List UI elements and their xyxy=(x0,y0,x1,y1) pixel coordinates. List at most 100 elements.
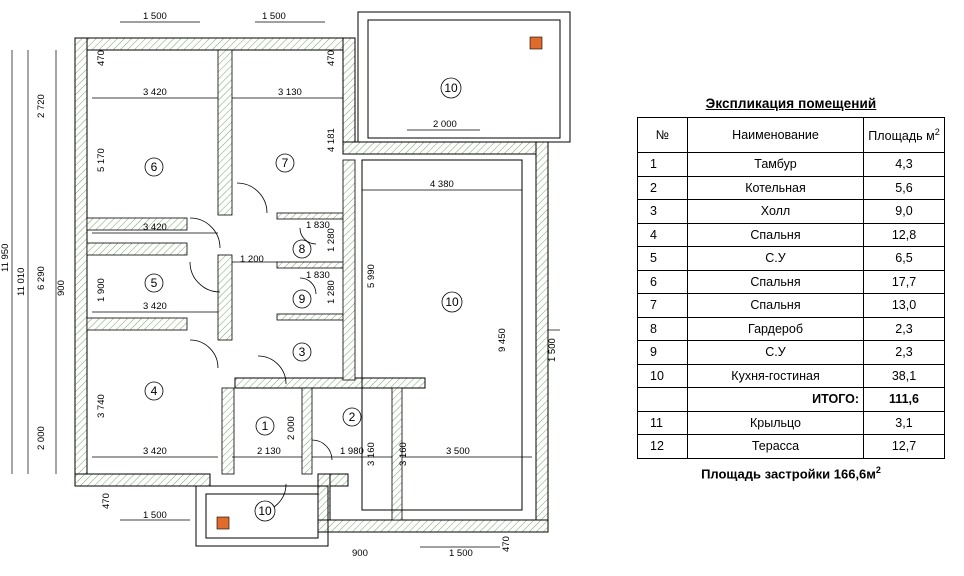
dim-label: 3 420 xyxy=(143,222,167,233)
dim-label: 3 420 xyxy=(143,446,167,457)
row-name: Тамбур xyxy=(687,152,864,177)
dim-label: 3 130 xyxy=(278,87,302,98)
post-marker xyxy=(216,516,230,530)
dim-label: 2 000 xyxy=(433,119,457,130)
dim-label: 1 980 xyxy=(340,446,364,457)
col-header-name: Наименование xyxy=(687,117,864,153)
col-header-num: № xyxy=(637,117,688,153)
dim-label: 3 160 xyxy=(398,442,409,466)
dim-label: 4 181 xyxy=(326,128,337,152)
row-area: 13,0 xyxy=(863,293,945,318)
building-area-note: Площадь застройки 166,6м2 xyxy=(637,465,945,481)
row-area: 3,1 xyxy=(863,410,945,435)
row-num: 9 xyxy=(637,340,688,365)
room-number: 10 xyxy=(258,504,272,518)
row-area: 17,7 xyxy=(863,269,945,294)
row-area: 12,8 xyxy=(863,222,945,247)
row-num: 12 xyxy=(637,434,688,459)
room-number: 6 xyxy=(151,160,158,174)
dim-label: 6 290 xyxy=(36,266,47,290)
room-number: 8 xyxy=(299,242,306,256)
dim-label: 3 160 xyxy=(366,442,377,466)
row-area: 2,3 xyxy=(863,340,945,365)
row-num: 5 xyxy=(637,246,688,271)
row-area: 38,1 xyxy=(863,363,945,388)
room-legend: Экспликация помещений № Наименование Пло… xyxy=(637,96,945,481)
row-name: Спальня xyxy=(687,269,864,294)
area-header-sup: 2 xyxy=(934,126,940,137)
legend-title: Экспликация помещений xyxy=(705,96,877,111)
row-name: Котельная xyxy=(687,175,864,200)
row-num: 3 xyxy=(637,199,688,224)
total-area: 111,6 xyxy=(863,387,945,412)
row-num: 4 xyxy=(637,222,688,247)
dim-label: 900 xyxy=(352,548,368,559)
dimension-lines xyxy=(11,21,560,548)
room-numbers: 10 6 7 8 5 9 10 3 4 1 2 10 xyxy=(151,81,459,518)
dim-label: 11 010 xyxy=(16,268,27,296)
room-markers xyxy=(144,77,463,522)
row-name: Холл xyxy=(687,199,864,224)
dim-label: 1 500 xyxy=(143,11,167,22)
post-marker xyxy=(529,36,543,50)
room-number: 1 xyxy=(262,419,269,433)
room-number: 3 xyxy=(299,345,306,359)
floor-plan: 1 500 1 500 1 500 900 1 500 470 470 2 72… xyxy=(0,11,571,559)
row-area: 12,7 xyxy=(863,434,945,459)
dim-label: 1 500 xyxy=(262,11,286,22)
total-label: ИТОГО: xyxy=(687,387,864,412)
row-num: 6 xyxy=(637,269,688,294)
room-number: 5 xyxy=(151,276,158,290)
dim-label: 1 280 xyxy=(326,280,337,304)
dim-label: 900 xyxy=(56,280,67,296)
dim-label: 3 500 xyxy=(446,446,470,457)
col-header-area: Площадь м2 xyxy=(863,117,945,153)
row-num: 1 xyxy=(637,152,688,177)
row-name: Крыльцо xyxy=(687,410,864,435)
dim-label: 1 830 xyxy=(306,270,330,281)
row-num: 11 xyxy=(637,410,688,435)
dim-label: 470 xyxy=(326,50,337,66)
row-area: 4,3 xyxy=(863,152,945,177)
dim-label: 1 500 xyxy=(449,548,473,559)
dim-label: 5 170 xyxy=(96,148,107,172)
row-name: Спальня xyxy=(687,222,864,247)
row-name: С.У xyxy=(687,246,864,271)
dim-label: 470 xyxy=(501,536,512,552)
interior-walls xyxy=(86,49,403,521)
dim-label: 3 420 xyxy=(143,301,167,312)
row-num: 2 xyxy=(637,175,688,200)
room-number: 10 xyxy=(444,81,458,95)
terrace-outlines xyxy=(195,11,571,547)
total-row: ИТОГО:111,6 xyxy=(637,387,945,412)
dim-label: 4 380 xyxy=(430,179,454,190)
row-num: 8 xyxy=(637,316,688,341)
row-area: 2,3 xyxy=(863,316,945,341)
legend-header-row: № Наименование Площадь м2 xyxy=(637,117,945,153)
row-name: С.У xyxy=(687,340,864,365)
dim-label: 2 720 xyxy=(36,94,47,118)
dim-label: 470 xyxy=(96,50,107,66)
dimension-labels: 1 500 1 500 1 500 900 1 500 470 470 2 72… xyxy=(0,11,558,559)
row-area: 9,0 xyxy=(863,199,945,224)
dim-label: 2 000 xyxy=(286,416,297,440)
area-header-text: Площадь м xyxy=(868,129,935,144)
dim-label: 3 420 xyxy=(143,87,167,98)
row-num: 7 xyxy=(637,293,688,318)
dim-label: 2 000 xyxy=(36,426,47,450)
row-name: Спальня xyxy=(687,293,864,318)
dim-label: 1 830 xyxy=(306,220,330,231)
dim-label: 11 950 xyxy=(0,244,11,272)
row-area: 6,5 xyxy=(863,246,945,271)
